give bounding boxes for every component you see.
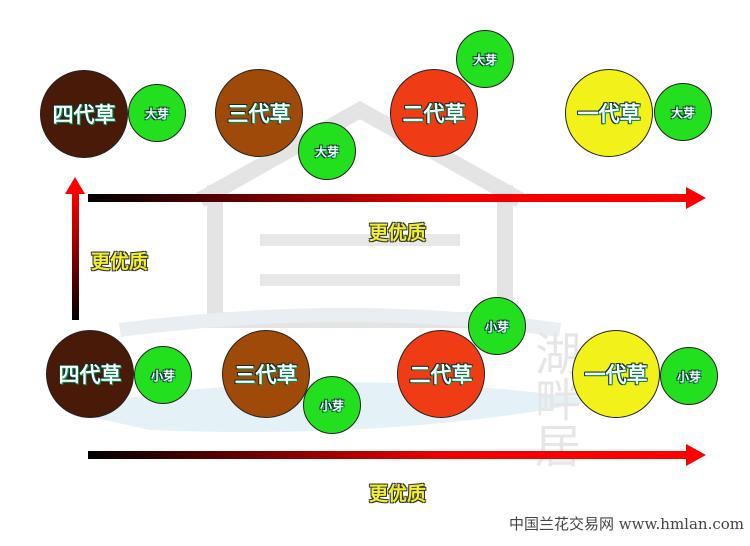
generation-label: 一代草 — [584, 363, 648, 387]
quality-arrow-bottom — [88, 444, 706, 466]
generation-label: 三代草 — [234, 363, 298, 387]
arrow-label-bottom: 更优质 — [369, 483, 427, 505]
arrow-label-vertical: 更优质 — [91, 251, 149, 273]
quality-arrow-vertical — [65, 177, 85, 320]
generation-circle: 一代草 — [565, 69, 653, 157]
generation-circle: 二代草 — [390, 69, 478, 157]
quality-arrow-top — [88, 187, 706, 209]
generation-label: 三代草 — [227, 102, 291, 126]
bud-label: 小芽 — [150, 368, 175, 383]
bud-circle: 小芽 — [303, 376, 361, 434]
generation-circle: 二代草 — [397, 330, 485, 418]
watermark: 中国兰花交易网 www.hmlan.com — [509, 515, 744, 533]
generation-circle: 四代草 — [40, 70, 128, 158]
bud-label: 大芽 — [670, 105, 695, 120]
bud-circle: 大芽 — [298, 122, 356, 180]
generation-label: 二代草 — [402, 102, 466, 126]
bud-circle: 大芽 — [456, 30, 514, 88]
svg-text:湖畔居: 湖畔居 — [528, 330, 582, 468]
generation-label: 一代草 — [577, 102, 641, 126]
bud-label: 大芽 — [314, 144, 339, 159]
bud-circle: 小芽 — [660, 347, 718, 405]
bud-circle: 大芽 — [128, 84, 186, 142]
generation-label: 四代草 — [58, 363, 122, 387]
bud-label: 大芽 — [472, 52, 497, 67]
generation-circle: 三代草 — [222, 330, 310, 418]
bud-label: 小芽 — [319, 398, 344, 413]
bud-circle: 大芽 — [654, 83, 712, 141]
arrow-label-top: 更优质 — [369, 222, 427, 244]
generation-circle: 三代草 — [215, 69, 303, 157]
bud-circle: 小芽 — [134, 346, 192, 404]
generation-circle: 一代草 — [572, 330, 660, 418]
bud-label: 小芽 — [484, 319, 509, 334]
bud-label: 小芽 — [676, 369, 701, 384]
generation-circle: 四代草 — [46, 330, 134, 418]
bud-label: 大芽 — [144, 106, 169, 121]
generation-label: 二代草 — [409, 363, 473, 387]
generation-label: 四代草 — [52, 103, 116, 127]
bud-circle: 小芽 — [468, 297, 526, 355]
